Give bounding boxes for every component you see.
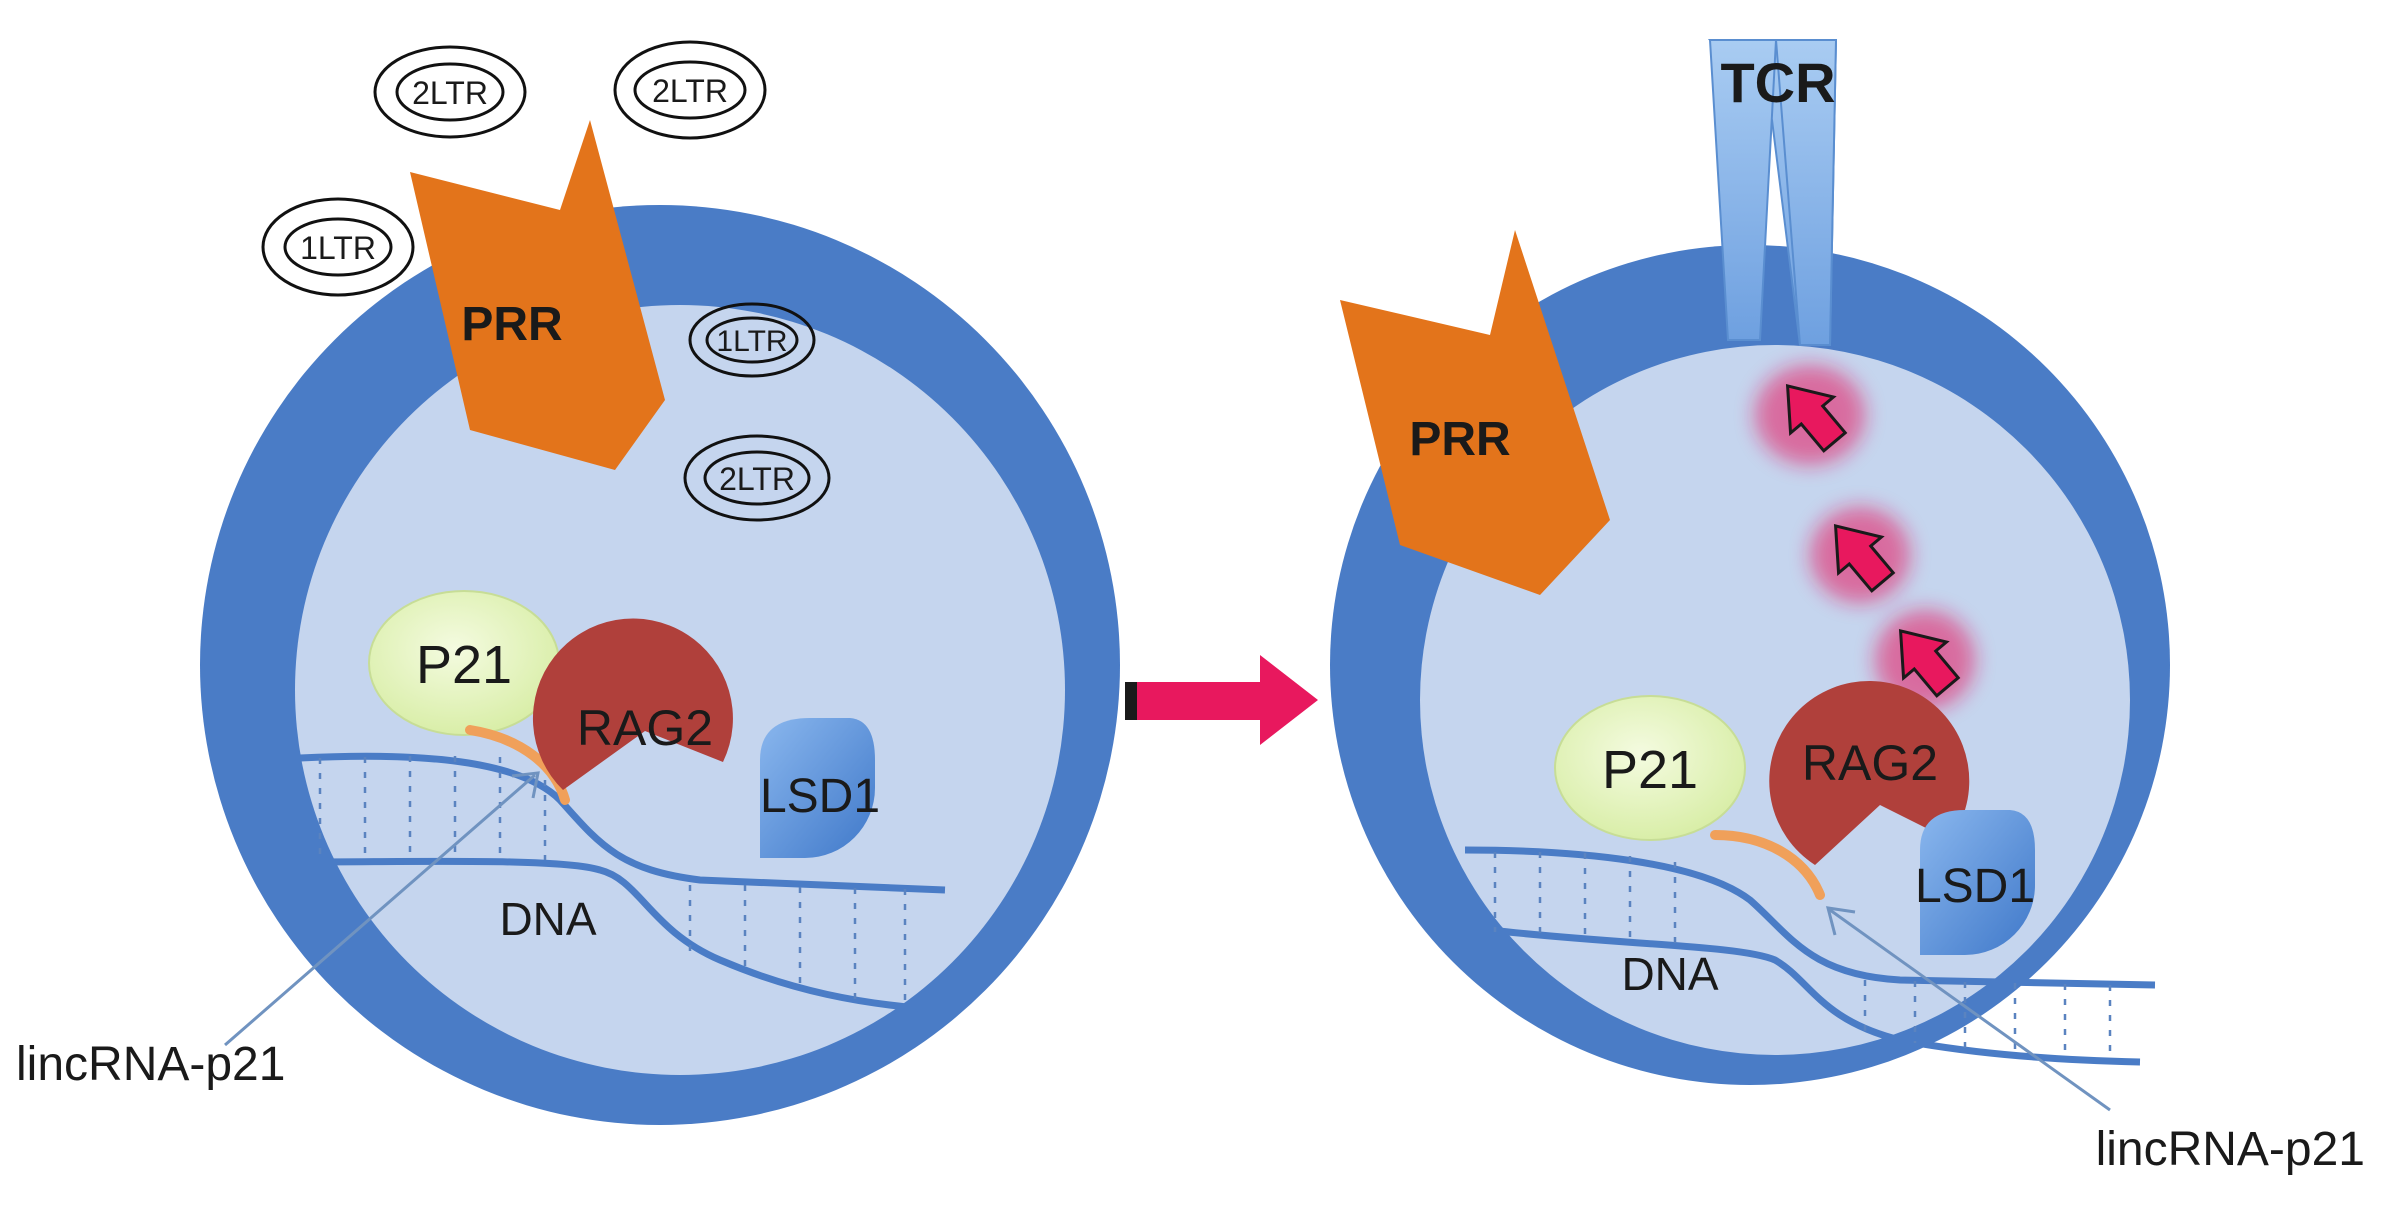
left-p21-label: P21	[416, 635, 512, 695]
right-rag2	[1769, 681, 1970, 865]
left-ltr-outside-2: 2LTR	[613, 40, 767, 140]
left-rag2-label: RAG2	[577, 700, 713, 756]
left-rag2	[532, 618, 733, 790]
right-cell: TCR PRR P21 RAG2	[1330, 39, 2365, 1176]
right-rag2-label: RAG2	[1802, 735, 1938, 791]
right-dna-label: DNA	[1621, 948, 1718, 1000]
svg-text:1LTR: 1LTR	[716, 325, 787, 358]
svg-text:2LTR: 2LTR	[719, 461, 795, 497]
right-tcr-receptor	[1707, 39, 1838, 346]
right-tcr-label: TCR	[1720, 51, 1835, 114]
svg-text:2LTR: 2LTR	[652, 73, 728, 109]
right-lsd1-label: LSD1	[1915, 860, 2035, 913]
right-lincrna-label: lincRNA-p21	[2096, 1123, 2365, 1176]
left-lincrna-pointer-head	[511, 771, 540, 799]
left-lsd1	[760, 718, 875, 858]
left-prr-label: PRR	[461, 298, 562, 351]
left-lsd1-label: LSD1	[760, 770, 880, 823]
left-ltr-inside-2: 2LTR	[683, 434, 831, 522]
left-cell: PRR 2LTR 2LTR 1LTR 1LTR 2LTR	[16, 40, 1120, 1125]
right-prr-label: PRR	[1409, 413, 1510, 466]
right-lsd1	[1920, 810, 2035, 955]
left-lincrna-label: lincRNA-p21	[16, 1038, 285, 1091]
right-signal-arrows	[1755, 365, 1975, 710]
left-lincrna-pointer	[224, 773, 536, 1047]
signal-arrow-2	[1833, 523, 1896, 593]
right-lincrna-pointer-head	[1825, 906, 1856, 936]
left-ltr-outside-1: 2LTR	[373, 45, 527, 139]
svg-text:2LTR: 2LTR	[412, 75, 488, 111]
left-lincrna-arc	[465, 725, 570, 805]
right-lincrna-pointer	[1829, 908, 2111, 1112]
svg-text:1LTR: 1LTR	[300, 230, 376, 266]
left-dna-label: DNA	[499, 893, 596, 945]
right-p21	[1554, 695, 1746, 841]
right-dna-helix	[1464, 846, 2156, 1066]
left-ltr-outside-3: 1LTR	[261, 197, 415, 297]
left-ltr-inside-1: 1LTR	[688, 302, 816, 378]
transition-arrow	[1125, 655, 1318, 745]
right-prr-receptor	[1340, 230, 1610, 595]
right-lincrna-arc	[1710, 830, 1825, 900]
right-p21-label: P21	[1602, 740, 1698, 800]
signal-arrow-3	[1898, 628, 1961, 698]
signal-arrow-1	[1785, 383, 1848, 453]
left-prr-receptor	[410, 120, 665, 470]
